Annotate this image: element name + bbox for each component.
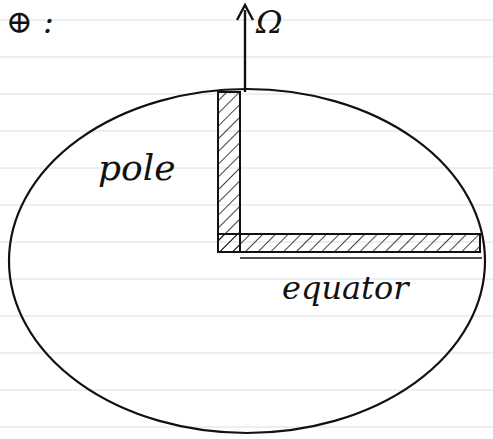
- arrow-head: [237, 5, 253, 20]
- omega-label: Ω: [256, 6, 283, 38]
- equator-strip: [218, 234, 480, 252]
- ruled-lines: [0, 20, 493, 427]
- pole-label: pole: [98, 150, 176, 186]
- equator-label: equator: [282, 272, 409, 304]
- earth-symbol: ⊕ :: [6, 6, 54, 38]
- pole-strip: [218, 92, 240, 252]
- earth-outline: [9, 89, 485, 433]
- equator-line: [240, 257, 482, 259]
- rotation-axis: [244, 10, 246, 92]
